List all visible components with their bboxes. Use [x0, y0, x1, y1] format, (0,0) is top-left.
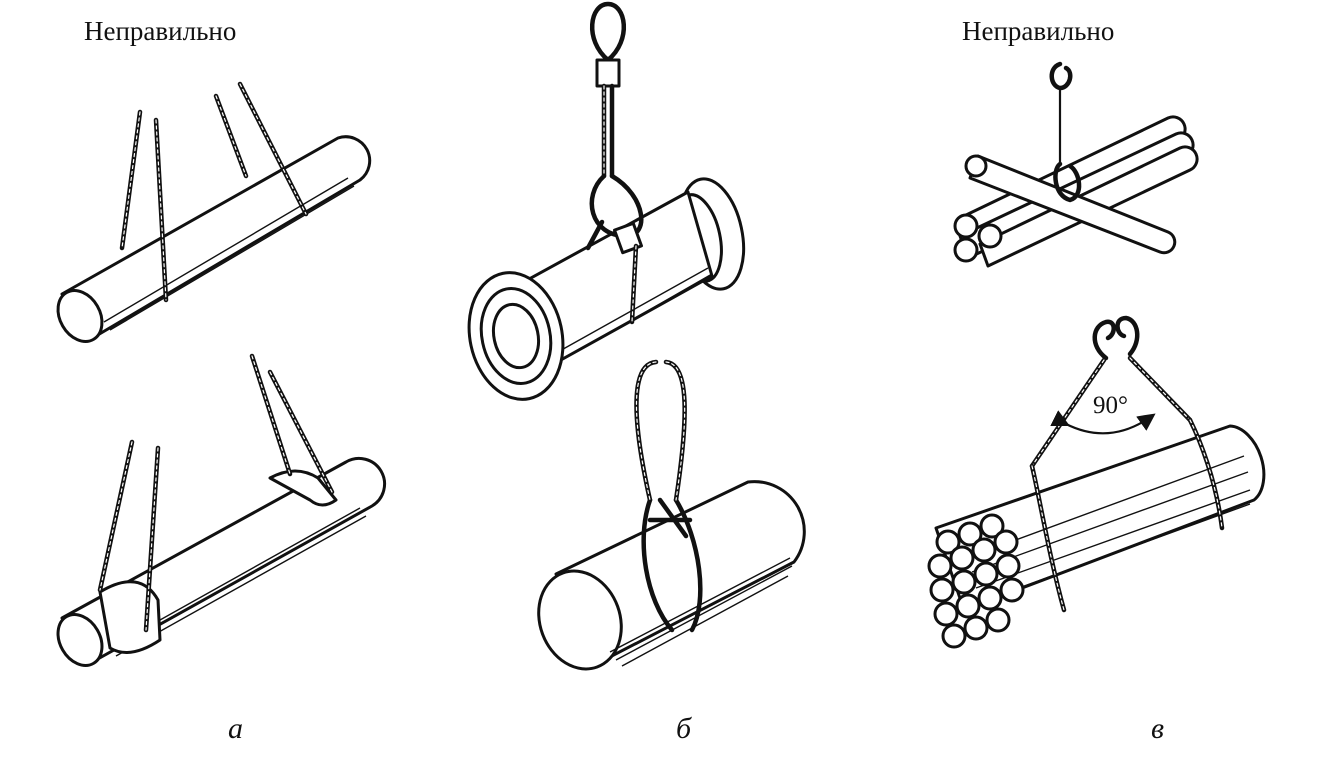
- angle-label: 90°: [1093, 392, 1128, 419]
- warning-label-right: Неправильно: [962, 16, 1115, 46]
- hook-right: [1115, 315, 1140, 357]
- hook-left: [1092, 319, 1116, 361]
- subfigure-label-v: в: [1151, 712, 1165, 745]
- choke-wrap: [641, 497, 703, 633]
- protective-pad-right: [268, 469, 338, 507]
- rope-eye-loop: [634, 359, 687, 503]
- panel-b-bottom-choke-hitch: [537, 359, 806, 671]
- warning-label-left: Неправильно: [84, 16, 237, 46]
- panel-a-bottom-correct: [56, 353, 387, 667]
- bar-end: [953, 213, 979, 239]
- crossing-bar-end: [964, 154, 988, 178]
- cylinder-end: [56, 289, 104, 343]
- cylinder-end: [56, 613, 104, 667]
- bundle-shading: [971, 455, 1251, 603]
- crossing-bar: [968, 154, 1177, 255]
- cylinder-body: [60, 135, 372, 338]
- choke-knot: [647, 497, 693, 539]
- panel-v-bottom-bundle: [927, 315, 1266, 649]
- bar-end: [977, 223, 1003, 249]
- cylinder-end: [537, 569, 623, 671]
- bar-end: [953, 237, 979, 263]
- subfigure-label-a: а: [228, 712, 243, 745]
- cylinder-shading: [103, 177, 355, 331]
- protective-pad-left: [98, 580, 162, 654]
- subfigure-label-b: б: [676, 712, 692, 745]
- angle-arc: [1050, 410, 1156, 435]
- panel-v-top-wrong: [953, 61, 1199, 268]
- sling-wrap: [1053, 161, 1082, 203]
- bundle-end-faces: [927, 513, 1025, 649]
- rope-eye-loop: [590, 1, 626, 63]
- pipe-bore: [491, 302, 541, 370]
- rope-clamp: [595, 58, 621, 88]
- panel-b-top-flanged-pipe: [467, 1, 746, 401]
- panel-a-top-wrong: [56, 81, 372, 343]
- rope-leg: [601, 83, 615, 179]
- hook: [1049, 61, 1073, 91]
